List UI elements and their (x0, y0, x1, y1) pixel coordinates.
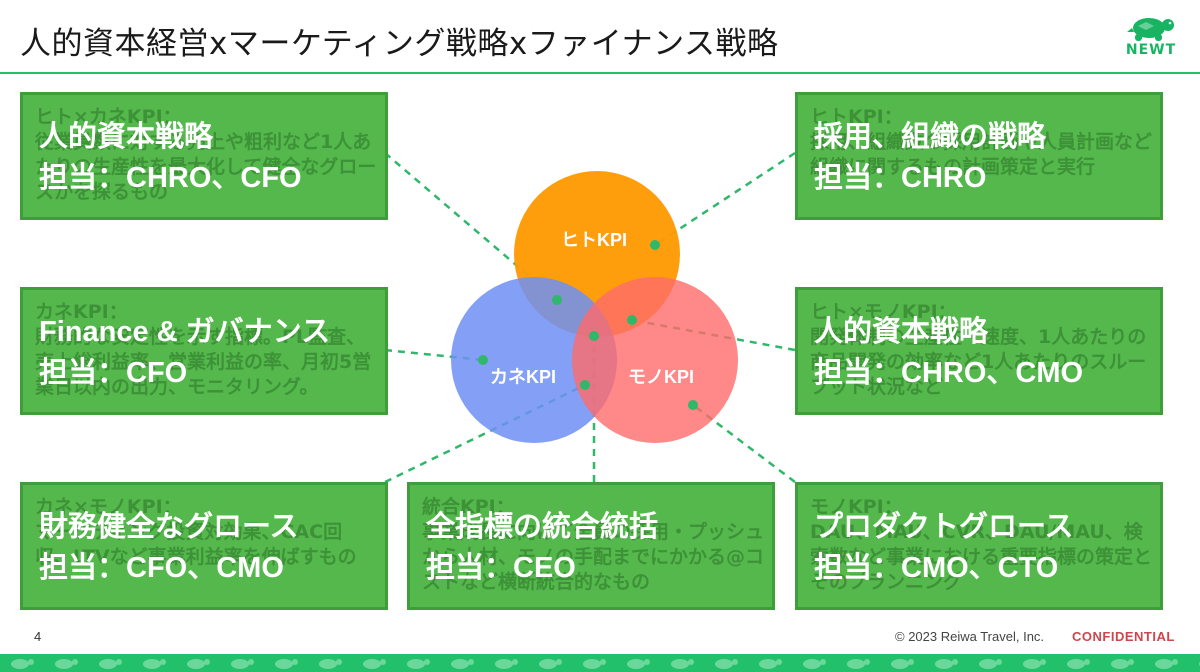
card-background-text: ヒト×カネKPI： 従業員数に対する売上や粗利など1人あたりの生産性を最大化して… (35, 106, 377, 204)
newt-logo: NEWT (1120, 14, 1182, 62)
card-background-text: ヒト×モノKPI： 開発体制の生産性・速度、1人あたりの商品開発の効率など1人あ… (810, 301, 1147, 399)
card-owner: 担当：CEO (426, 551, 576, 584)
card-healthy-growth: カネ×モノKPI： マーケティング投資対効果、CAC回収、LTVなど事業利益率を… (20, 482, 388, 610)
footer-pattern-band (0, 654, 1200, 672)
dot-center (589, 331, 599, 341)
band-turtle-icon (979, 659, 1002, 669)
slide-title: 人的資本経営xマーケティング戦略xファイナンス戦略 (20, 26, 779, 62)
dot-hito-mono (627, 315, 637, 325)
card-integrated-metrics: 統合KPI： 事業成長に向けて全員の採用・プッシュから人材、モノの手配までにかか… (407, 482, 775, 610)
card-background-text: モノKPI： DAU、MAU、CVR、DAU/MAU、検索数など事業における重要… (810, 496, 1153, 594)
band-turtle-icon (143, 659, 166, 669)
mono-kpi-label: モノKPI (628, 367, 695, 387)
band-turtle-icon (231, 659, 254, 669)
card-finance-governance: カネKPI： 財務的な安定性を示す指標。PL監査、売上総利益率、営業利益の率、月… (20, 287, 388, 415)
band-turtle-icon (495, 659, 518, 669)
card-background-text: カネ×モノKPI： マーケティング投資対効果、CAC回収、LTVなど事業利益率を… (35, 496, 357, 569)
connector-bottom-right (692, 404, 796, 483)
dot-hito-kane (552, 295, 562, 305)
card-owner: 担当：CMO、CTO (814, 551, 1059, 584)
band-turtle-icon (11, 659, 34, 669)
band-turtle-icon (363, 659, 386, 669)
band-turtle-icon (891, 659, 914, 669)
dot-kane (478, 355, 488, 365)
card-heading: 採用、組織の戦略 (814, 121, 1047, 153)
logo-wordmark: NEWT (1125, 42, 1177, 58)
band-turtle-icon (847, 659, 870, 669)
card-owner: 担当：CFO、CMO (39, 551, 284, 584)
band-turtle-icon (319, 659, 342, 669)
connector-bottom-left (384, 383, 586, 484)
card-owner: 担当：CHRO、CMO (814, 356, 1084, 389)
band-turtle-icon (1067, 659, 1090, 669)
card-heading: 人的資本戦略 (39, 121, 214, 153)
kane-circle (451, 277, 617, 443)
connector-top-left (384, 152, 558, 301)
card-heading: 財務健全なグロース (39, 511, 299, 543)
mono-circle (572, 277, 738, 443)
card-owner: 担当：CFO (39, 356, 188, 389)
turtle-icon (1127, 18, 1174, 41)
band-turtle-icon (275, 659, 298, 669)
card-background-text: ヒトKPI： 採用、組織数の採用計画や人員計画など組織に関するもの計画策定と実行 (810, 106, 1153, 179)
card-heading: プロダクトグロース (814, 511, 1074, 543)
band-turtle-icon (627, 659, 650, 669)
card-hiring-org-strategy: ヒトKPI： 採用、組織数の採用計画や人員計画など組織に関するもの計画策定と実行… (795, 92, 1163, 220)
card-human-capital-hito-mono: ヒト×モノKPI： 開発体制の生産性・速度、1人あたりの商品開発の効率など1人あ… (795, 287, 1163, 415)
card-background-text: カネKPI： 財務的な安定性を示す指標。PL監査、売上総利益率、営業利益の率、月… (35, 301, 372, 399)
hito-circle (514, 171, 680, 337)
connector-lines (384, 151, 796, 484)
page-number: 4 (34, 629, 42, 644)
card-owner: 担当：CHRO (814, 161, 987, 194)
copyright-text: © 2023 Reiwa Travel, Inc. (895, 629, 1045, 644)
kane-kpi-label: カネKPI (490, 367, 557, 387)
turtle-pattern (11, 659, 1200, 669)
band-turtle-icon (99, 659, 122, 669)
card-heading: 全指標の統合統括 (426, 511, 659, 543)
title-divider (0, 72, 1200, 74)
card-owner: 担当：CHRO、CFO (39, 161, 302, 194)
band-turtle-icon (451, 659, 474, 669)
band-turtle-icon (55, 659, 78, 669)
band-turtle-icon (187, 659, 210, 669)
confidential-label: CONFIDENTIAL (1072, 629, 1175, 644)
band-turtle-icon (1111, 659, 1134, 669)
band-turtle-icon (715, 659, 738, 669)
band-turtle-icon (759, 659, 782, 669)
card-human-capital-hito-kane: ヒト×カネKPI： 従業員数に対する売上や粗利など1人あたりの生産性を最大化して… (20, 92, 388, 220)
band-turtle-icon (1155, 659, 1178, 669)
band-turtle-icon (803, 659, 826, 669)
card-heading: 人的資本戦略 (814, 316, 989, 348)
band-turtle-icon (671, 659, 694, 669)
band-turtle-icon (583, 659, 606, 669)
connector-mid-right (631, 318, 796, 352)
band-turtle-icon (1023, 659, 1046, 669)
dot-mono (688, 400, 698, 410)
band-turtle-icon (407, 659, 430, 669)
dot-kane-mono (580, 380, 590, 390)
card-heading: Finance & ガバナンス (39, 316, 331, 348)
band-turtle-icon (935, 659, 958, 669)
hito-kpi-label: ヒトKPI (561, 230, 628, 250)
dot-hito (650, 240, 660, 250)
connector-mid-left (384, 348, 484, 362)
card-background-text: 統合KPI： 事業成長に向けて全員の採用・プッシュから人材、モノの手配までにかか… (422, 496, 765, 594)
connector-top-right (654, 151, 796, 247)
card-product-growth: モノKPI： DAU、MAU、CVR、DAU/MAU、検索数など事業における重要… (795, 482, 1163, 610)
band-turtle-icon (539, 659, 562, 669)
